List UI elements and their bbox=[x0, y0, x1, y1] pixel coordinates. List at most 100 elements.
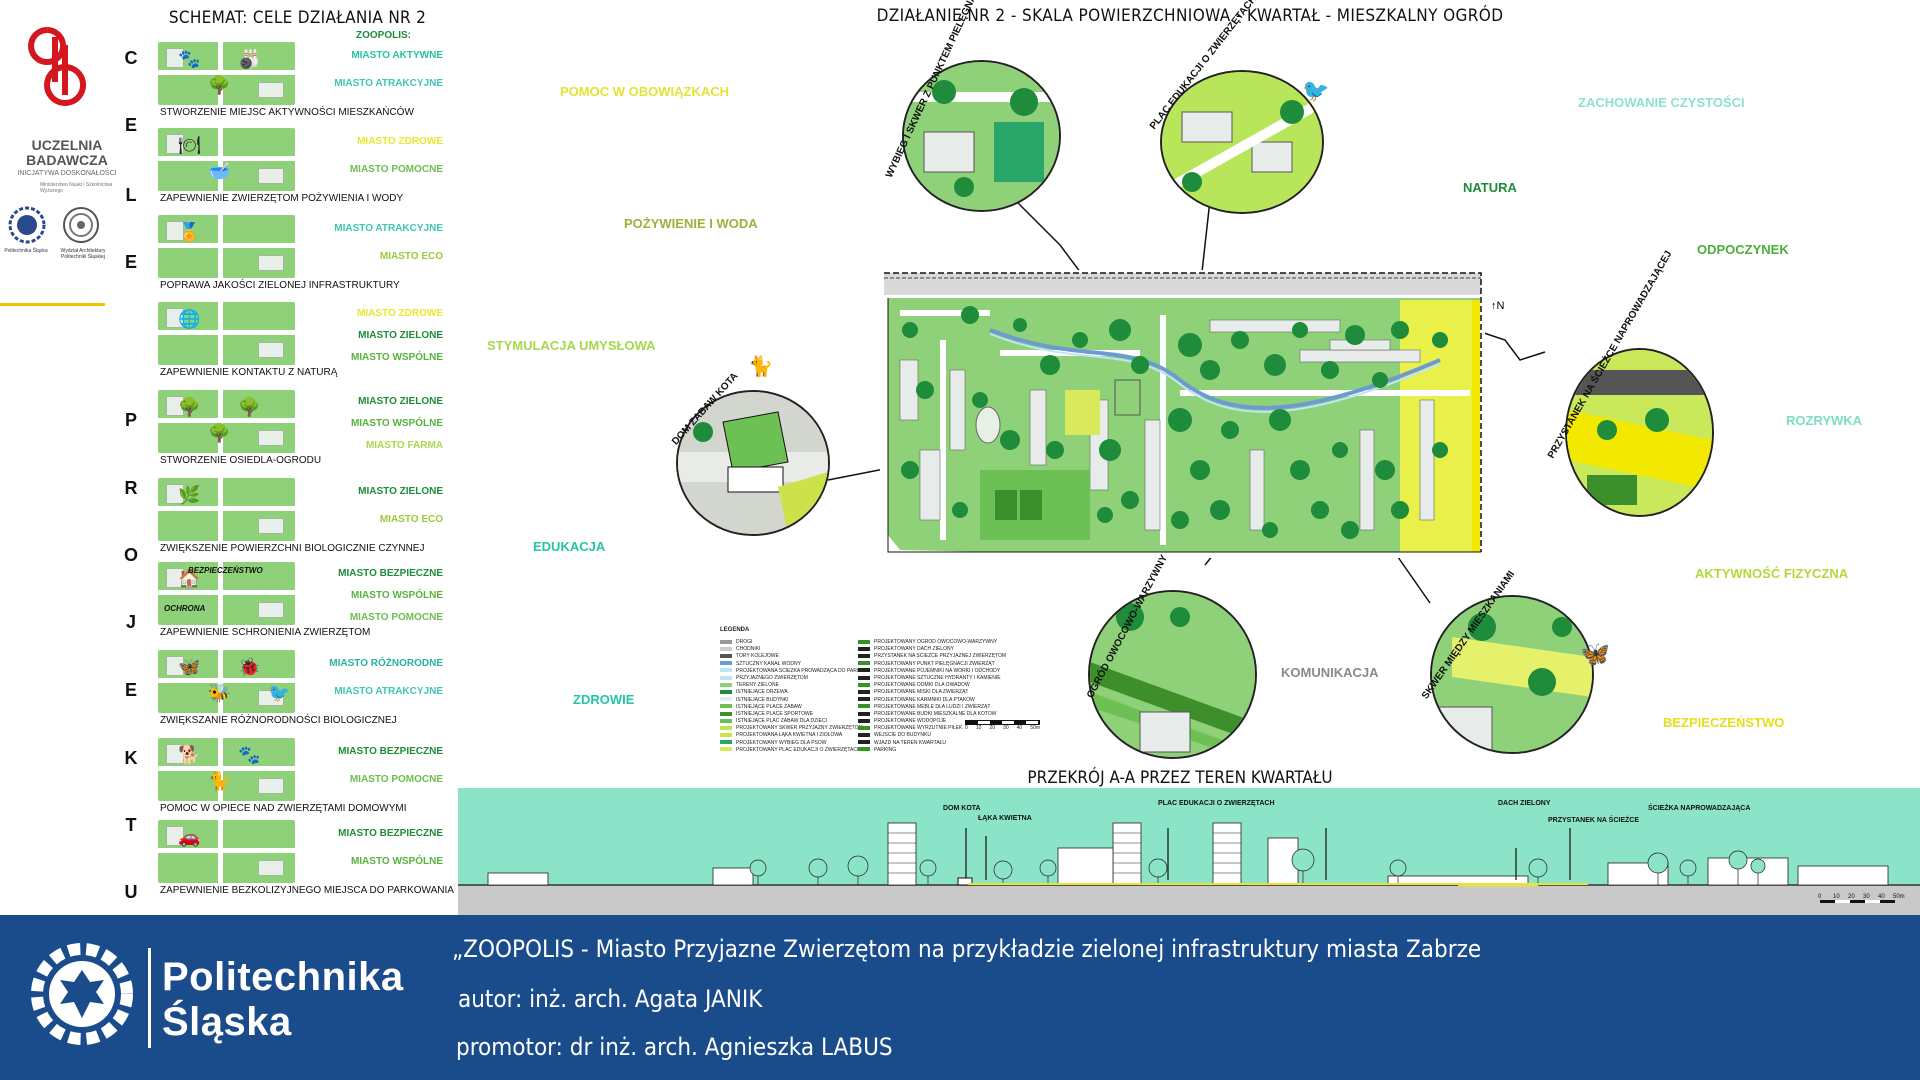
goal-icon: 🐦 bbox=[268, 683, 291, 703]
legend-item: WEJŚCIE DO BUDYNKU bbox=[858, 732, 1013, 739]
section-scale-label: 20 bbox=[1848, 894, 1855, 900]
section-label: DOM KOTA bbox=[943, 805, 981, 812]
tree-icon bbox=[1072, 332, 1088, 348]
legend-label: PROJEKTOWANE DOMKI DLA OWADÓW bbox=[874, 682, 970, 689]
section-scale-label: 30 bbox=[1863, 894, 1870, 900]
legend-swatch bbox=[858, 697, 870, 702]
goal-thumbnail: 🌿 bbox=[158, 478, 295, 541]
tree-icon bbox=[1292, 322, 1308, 338]
tree-icon bbox=[916, 381, 934, 399]
legend-label: PROJEKTOWANA ŚCIEŻKA PROWADZĄCA DO PARKU bbox=[736, 667, 864, 674]
goal-icon: 🌳 bbox=[208, 423, 231, 443]
section-tree-icon bbox=[749, 859, 767, 877]
city-tag: MIASTO BEZPIECZNE bbox=[338, 568, 443, 579]
scale-label: 10 bbox=[975, 725, 982, 731]
legend-label: PROJEKTOWANE WYRZUTNIE PIŁEK bbox=[874, 725, 963, 732]
tree-icon bbox=[1391, 501, 1409, 519]
section-tree-icon bbox=[1148, 858, 1168, 878]
section-title: PRZEKRÓJ A-A PRZEZ TEREN KWARTAŁU bbox=[1027, 768, 1333, 788]
legend-label: TERENY ZIELONE bbox=[736, 682, 779, 689]
tree-icon bbox=[1231, 331, 1249, 349]
tree-icon bbox=[1190, 460, 1210, 480]
seal1-label: Politechnika Śląska bbox=[4, 248, 48, 254]
goal-icon: 🌳 bbox=[238, 397, 261, 417]
legend-swatch bbox=[720, 675, 732, 680]
legend-label: PROJEKTOWANE POJEMNIKI NA WORKI I ODCHOD… bbox=[874, 667, 1001, 674]
goal-icon: 🎳 bbox=[238, 49, 261, 69]
tree-icon bbox=[1000, 430, 1020, 450]
section-tree-icon bbox=[1291, 848, 1315, 872]
city-tag: MIASTO ZDROWE bbox=[357, 308, 443, 319]
section-tree-icon bbox=[1389, 859, 1407, 877]
legend-label: SZTUCZNY KANAŁ WODNY bbox=[736, 660, 801, 667]
goal-caption: ZWIĘKSZENIE POWIERZCHNI BIOLOGICZNIE CZY… bbox=[160, 543, 425, 554]
keyword-stymulacja: STYMULACJA UMYSŁOWA bbox=[487, 338, 656, 353]
tree-icon bbox=[1121, 491, 1139, 509]
vertical-letter: E bbox=[124, 252, 137, 272]
section-scale-label: 10 bbox=[1833, 894, 1840, 900]
cat-icon: 🐈 bbox=[748, 356, 773, 378]
legend-swatch bbox=[858, 682, 870, 687]
tree-icon bbox=[1221, 421, 1239, 439]
scale-label: 30 bbox=[1003, 725, 1009, 731]
tree-icon bbox=[1262, 522, 1278, 538]
legend-item: ISTNIEJĄCE PLACE SPORTOWE bbox=[720, 711, 875, 718]
section-label: DACH ZIELONY bbox=[1498, 800, 1551, 807]
city-tag: MIASTO AKTYWNE bbox=[351, 50, 443, 61]
vertical-letter: C bbox=[124, 48, 138, 68]
tree-icon bbox=[1099, 439, 1121, 461]
city-tag: MIASTO WSPÓLNE bbox=[350, 352, 443, 363]
tree-icon bbox=[1432, 332, 1448, 348]
legend-swatch bbox=[858, 689, 870, 694]
legend-item: PROJEKTOWANY PUNKT PIELĘGNACJI ZWIERZĄT bbox=[858, 661, 1013, 668]
legend-item: PROJEKTOWANE WODOPOJE bbox=[858, 718, 1013, 725]
goal-icon: 🌳 bbox=[208, 75, 231, 95]
legend-swatch bbox=[858, 704, 870, 709]
legend-swatch bbox=[858, 733, 870, 738]
tree-icon bbox=[1178, 333, 1202, 357]
logo-tiny-text: Ministerstwo Nauki i Szkolnictwa Wyższeg… bbox=[40, 182, 113, 194]
main-title: DZIAŁANIE NR 2 - SKALA POWIERZCHNIOWA - … bbox=[876, 6, 1504, 26]
city-tag: MIASTO BEZPIECZNE bbox=[338, 746, 443, 757]
legend-swatch bbox=[720, 704, 732, 709]
legend-item: SZTUCZNY KANAŁ WODNY bbox=[720, 661, 875, 668]
legend-swatch bbox=[720, 747, 732, 752]
legend-swatch bbox=[720, 668, 732, 673]
legend-swatch bbox=[720, 733, 732, 738]
tree-icon bbox=[1372, 372, 1388, 388]
vertical-letter: E bbox=[124, 115, 137, 135]
goal-icon: 🐾 bbox=[178, 49, 201, 69]
tree-icon bbox=[902, 322, 918, 338]
goal-word: BEZPIECZEŃSTWO bbox=[188, 566, 263, 575]
goal-caption: POMOC W OPIECE NAD ZWIERZĘTAMI DOMOWYMI bbox=[160, 803, 407, 814]
legend-item: ISTNIEJĄCE BUDYNKI bbox=[720, 697, 875, 704]
city-tag: MIASTO WSPÓLNE bbox=[350, 590, 443, 601]
goal-thumbnail: 🐕🐈🐾 bbox=[158, 738, 295, 801]
tree-icon bbox=[1311, 501, 1329, 519]
tree-icon bbox=[1391, 321, 1409, 339]
goal-thumbnail: 🌳🌳🌳 bbox=[158, 390, 295, 453]
legend-item: CHODNIKI bbox=[720, 646, 875, 653]
tree-icon bbox=[1200, 360, 1220, 380]
goal-thumbnail: 🌐 bbox=[158, 302, 295, 365]
zoopolis-label: ZOOPOLIS: bbox=[356, 30, 411, 41]
tree-icon bbox=[1210, 500, 1230, 520]
legend-item: PRZYSTANEK NA ŚCIEŻCE PRZYJAZNEJ ZWIERZĘ… bbox=[858, 653, 1013, 660]
goal-icon: 🐝 bbox=[208, 683, 231, 703]
seal2-label: Wydział Architektury Politechniki Śląski… bbox=[60, 248, 106, 260]
legend-label: PROJEKTOWANY SKWER PRZYJAZNY ZWIERZĘTOM bbox=[736, 725, 863, 732]
callout-przystanek bbox=[1565, 348, 1714, 517]
goal-icon: 🌿 bbox=[178, 485, 201, 505]
legend-label: PARKING bbox=[874, 746, 897, 753]
legend-swatch bbox=[720, 740, 732, 745]
tree-icon bbox=[1131, 356, 1149, 374]
legend-label: ISTNIEJĄCE PLACE SPORTOWE bbox=[736, 710, 814, 717]
legend-swatch bbox=[720, 689, 732, 694]
goal-thumbnail: 🦋🐝🐞🐦 bbox=[158, 650, 295, 713]
